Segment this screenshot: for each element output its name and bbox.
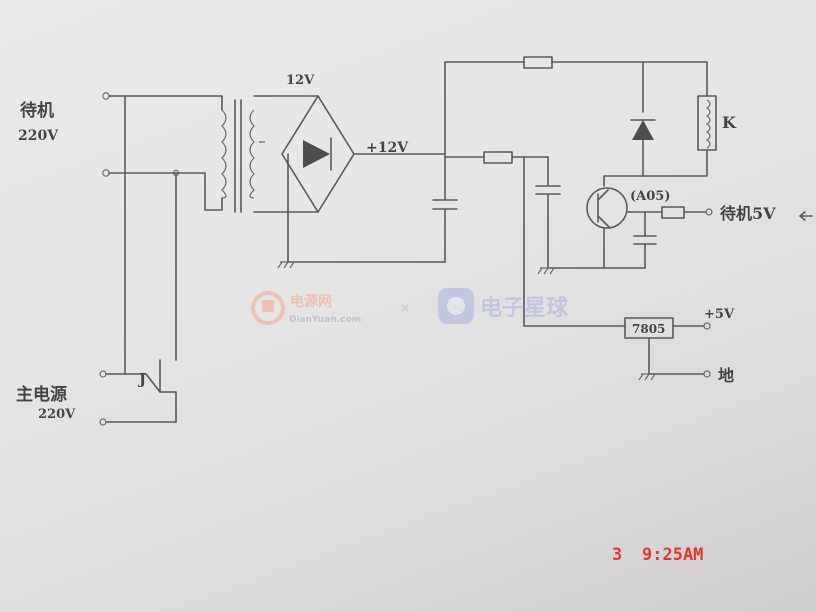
standby-5v-label: 待机5V — [720, 204, 776, 223]
top-rail-left — [444, 61, 525, 155]
ground-symbol-right — [638, 373, 657, 381]
ground-symbol-mid — [537, 267, 556, 275]
relay-to-collector — [603, 149, 708, 187]
base-capacitor — [603, 211, 657, 269]
standby-ac-voltage: 220V — [18, 128, 59, 144]
timestamp-day: 3 — [612, 545, 622, 565]
plus5v-label: +5V — [704, 307, 735, 322]
junction-dot — [172, 169, 180, 177]
dianyuan-logo-icon — [251, 291, 285, 325]
main-terminal-top — [99, 370, 107, 378]
ground-terminal — [703, 370, 711, 378]
main-ac-label: 主电源 — [16, 384, 67, 405]
relay-coil — [697, 95, 717, 151]
main-line-b — [105, 391, 177, 423]
resistor-base — [661, 206, 685, 219]
transistor — [586, 187, 628, 229]
rectified-voltage-label: +12V — [366, 140, 409, 156]
ground-label: 地 — [718, 366, 734, 385]
dc-minus-wire — [287, 153, 446, 263]
top-rail-right — [551, 61, 708, 97]
to-regulator-wire — [523, 156, 626, 327]
timestamp-time: 9:25AM — [642, 545, 703, 565]
resistor-series — [483, 151, 513, 164]
bridge-rectifier — [281, 95, 355, 213]
plus5v-terminal — [703, 322, 711, 330]
main-ac-voltage: 220V — [38, 407, 76, 422]
watermark-left-url: DianYuan.com — [289, 315, 361, 325]
capacitor-c2 — [535, 156, 605, 269]
transformer — [221, 99, 265, 213]
standby-line-bottom — [108, 172, 223, 211]
standby-ac-label: 待机 — [20, 100, 54, 121]
filter-capacitor — [432, 153, 458, 263]
ground-out-wire — [648, 337, 705, 375]
watermark-left: 电源网 DianYuan.com — [251, 291, 361, 325]
secondary-voltage-label: 12V — [286, 73, 315, 88]
main-feed-top — [124, 95, 147, 375]
standby5v-terminal — [705, 208, 713, 216]
regulator-label: 7805 — [632, 322, 665, 336]
ground-symbol-left — [277, 261, 296, 269]
main-terminal-bottom — [99, 418, 107, 426]
watermark-right-brand: 电子星球 — [480, 296, 569, 321]
flyback-diode — [630, 119, 656, 140]
watermark-right: 电子星球 — [438, 288, 569, 324]
resistor-top — [523, 56, 553, 69]
relay-switch-j — [145, 359, 161, 393]
switch-label: J — [137, 370, 146, 388]
relay-label: K — [722, 113, 737, 132]
watermark-separator: × — [400, 301, 410, 315]
standby5v-arrow — [799, 211, 813, 221]
transistor-label: (A05) — [630, 189, 670, 204]
standby-line-top — [108, 95, 223, 111]
watermark-left-brand: 电源网 — [290, 293, 332, 310]
